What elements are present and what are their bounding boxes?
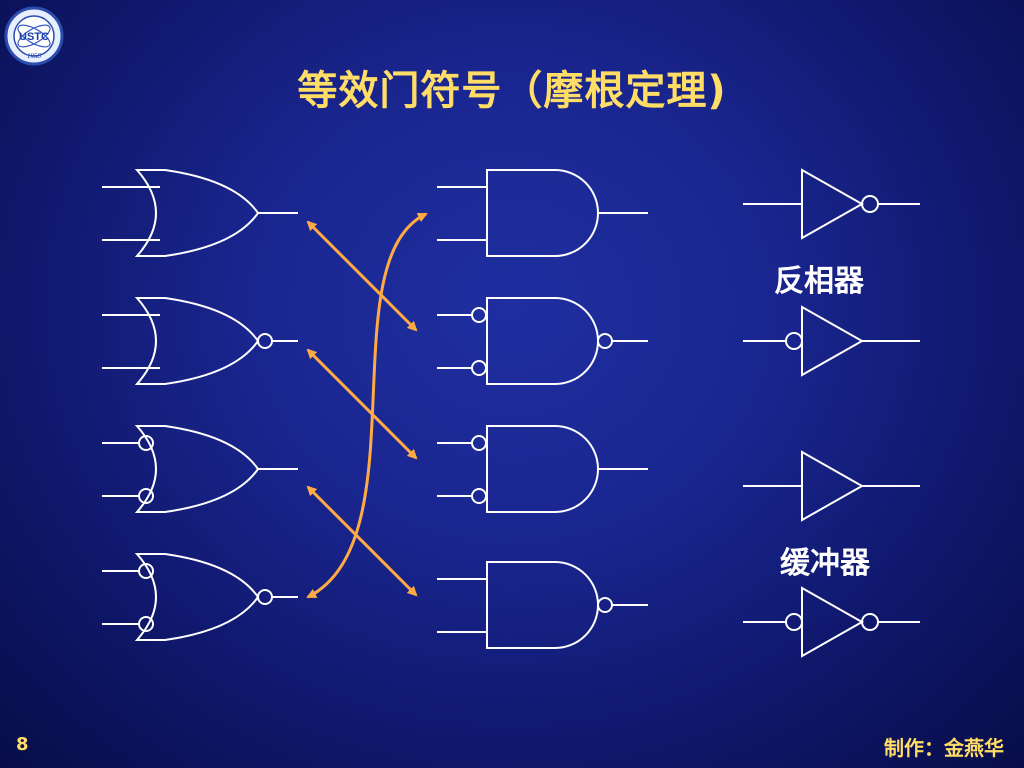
equivalence-curve-arrow <box>306 212 428 599</box>
output-bubble <box>861 195 879 213</box>
inverter-label: 反相器 <box>774 264 864 299</box>
input-bubble <box>785 332 803 350</box>
equivalence-arrow <box>306 485 418 597</box>
input-bubble <box>471 435 487 451</box>
input-bubble <box>471 360 487 376</box>
output-bubble <box>597 333 613 349</box>
inverter-gate <box>743 168 920 240</box>
or-gate-inverted-inputs <box>102 425 298 513</box>
and-gate <box>437 169 648 257</box>
slide-title: 等效门符号（摩根定理) <box>297 68 727 114</box>
nor-gate-inverted-inputs <box>102 553 298 641</box>
nand-gate-inverted-inputs <box>437 297 648 385</box>
input-bubble <box>138 488 154 504</box>
output-bubble <box>257 589 273 605</box>
university-logo: USTC 1958 <box>4 6 64 66</box>
input-bubble <box>138 435 154 451</box>
input-bubble <box>471 488 487 504</box>
and-gate-inverted-inputs <box>437 425 648 513</box>
equivalence-arrow <box>306 348 418 460</box>
output-bubble <box>257 333 273 349</box>
nand-gate <box>437 561 648 649</box>
input-bubble <box>471 307 487 323</box>
input-bubble <box>138 563 154 579</box>
logo-year: 1958 <box>27 52 42 60</box>
logo-text: USTC <box>19 31 49 43</box>
buffer-gate <box>743 450 920 522</box>
buffer-label: 缓冲器 <box>780 546 870 581</box>
input-bubble <box>785 613 803 631</box>
or-gate <box>102 169 298 257</box>
output-bubble <box>597 597 613 613</box>
output-bubble <box>861 613 879 631</box>
author-credit: 制作：金燕华 <box>884 736 1004 760</box>
page-number: 8 <box>16 734 29 755</box>
buffer-gate-double-bubble <box>743 586 920 658</box>
nor-gate <box>102 297 298 385</box>
inverter-gate-input-bubble <box>743 305 920 377</box>
input-bubble <box>138 616 154 632</box>
